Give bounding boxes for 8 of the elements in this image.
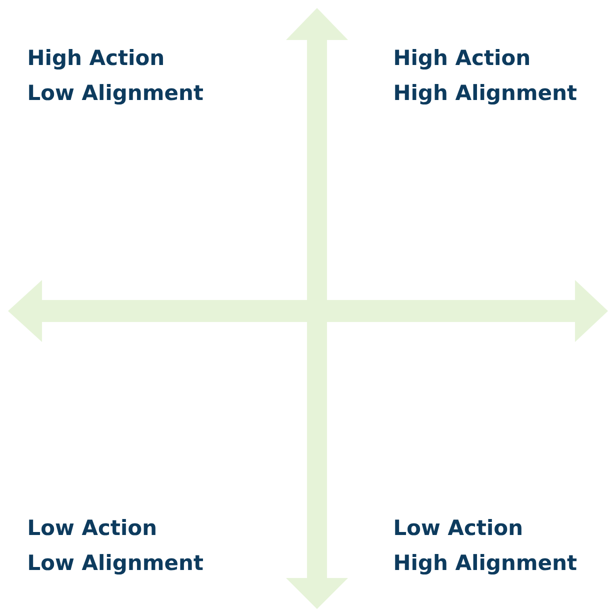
quadrant-label: High Action <box>395 49 529 70</box>
quadrant-label: Low Action <box>29 519 156 536</box>
quadrant-label: Low Action <box>395 519 522 536</box>
quadrant-label: High Alignment <box>395 554 577 575</box>
quadrant-label: High Alignment <box>395 84 577 105</box>
quadrant-label: Low Alignment <box>29 554 203 575</box>
quadrant-label: High Action <box>29 49 163 70</box>
quadrant-label: Low Alignment <box>29 84 203 105</box>
